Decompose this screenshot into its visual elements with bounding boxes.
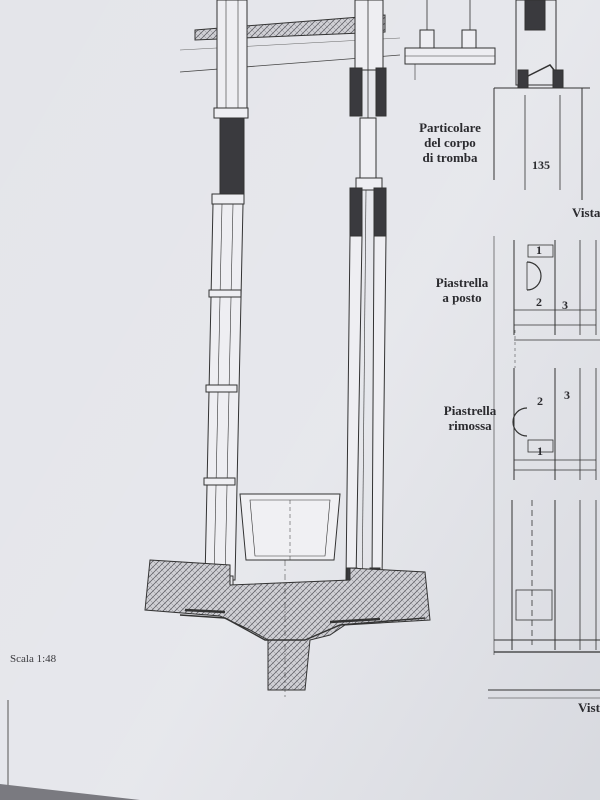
sheet-edges xyxy=(0,700,140,800)
tile-in-place-label: Piastrella a posto xyxy=(422,275,502,305)
foundation-well xyxy=(144,559,431,700)
callout-removed-1: 1 xyxy=(537,444,543,458)
callout-in-place-2: 2 xyxy=(536,295,542,309)
detail-title-line-2: del corpo xyxy=(424,135,476,150)
detail-title-line-3: di tromba xyxy=(422,150,478,165)
view-label-top: Vista xyxy=(572,205,600,220)
tromba-section-bottom xyxy=(488,236,600,699)
tile-in-place-line-2: a posto xyxy=(442,290,482,305)
tromba-section-top xyxy=(493,0,590,200)
callout-in-place-1: 1 xyxy=(536,243,542,257)
tile-removed-line-1: Piastrella xyxy=(443,403,497,418)
central-basin xyxy=(239,493,341,561)
tile-removed-label: Piastrella rimossa xyxy=(430,403,510,433)
callout-removed-3: 3 xyxy=(564,388,570,402)
callout-removed-2: 2 xyxy=(537,394,543,408)
right-pump-column xyxy=(345,0,387,621)
detail-fragment xyxy=(404,0,496,80)
detail-title-line-1: Particolare xyxy=(419,120,481,135)
tile-removed-section xyxy=(512,368,597,480)
tile-removed-line-2: rimossa xyxy=(448,418,492,433)
tile-in-place-section xyxy=(513,240,600,341)
view-label-bottom: Vist xyxy=(578,700,600,715)
detail-title: Particolare del corpo di tromba xyxy=(410,120,490,165)
callout-in-place-3: 3 xyxy=(562,298,568,312)
tile-in-place-line-1: Piastrella xyxy=(435,275,489,290)
left-pump-column xyxy=(197,0,249,613)
figure-number: 135 xyxy=(532,158,550,172)
scale-label: Scala 1:48 xyxy=(10,653,57,665)
